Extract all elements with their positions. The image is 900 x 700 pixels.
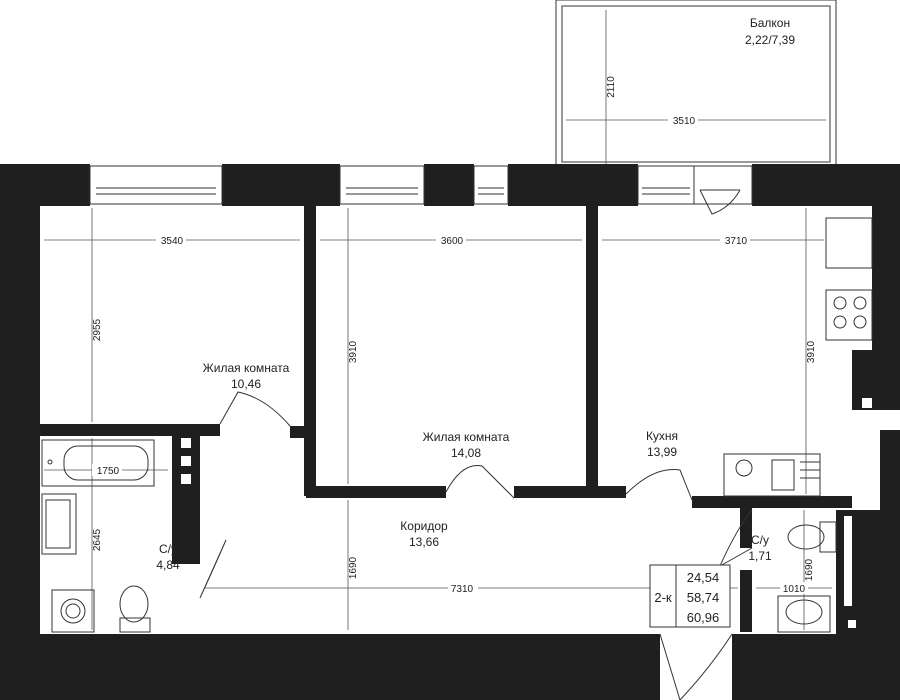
- dim-bath-h: 2645: [92, 528, 103, 551]
- dim-living2-w: 3600: [441, 236, 464, 247]
- dim-corridor-h: 1690: [348, 556, 359, 579]
- dim-balcony-h: 2110: [606, 76, 617, 98]
- washing-machine: [51, 589, 95, 633]
- living1-name: Жилая комната: [203, 361, 290, 375]
- toilet-1: [119, 585, 151, 633]
- bath1-name: С/у: [159, 542, 177, 556]
- doors: [199, 391, 753, 700]
- sink-bath: [41, 493, 77, 555]
- living1-area: 10,46: [231, 377, 261, 391]
- balcony: [555, 0, 837, 167]
- toilet-2: [787, 521, 837, 553]
- windows: [89, 165, 753, 215]
- balcony-area: 2,22/7,39: [745, 33, 795, 47]
- balcony-name: Балкон: [750, 16, 790, 30]
- kitchen-name: Кухня: [646, 429, 678, 443]
- apartment-type: 2-к: [654, 590, 672, 605]
- dim-balcony-w: 3510: [673, 116, 696, 127]
- labels: Балкон 2,22/7,39 Жилая комната 10,46 Жил…: [92, 16, 817, 625]
- walls: [0, 164, 900, 700]
- corridor-area: 13,66: [409, 535, 439, 549]
- living-area: 24,54: [687, 570, 720, 585]
- dim-living1-w: 3540: [161, 236, 184, 247]
- summary-table: [649, 564, 731, 628]
- columns: [181, 398, 872, 628]
- kitchen-fixtures: [723, 217, 873, 497]
- dim-kitchen-w: 3710: [725, 236, 748, 247]
- dim-wc-w: 1010: [783, 584, 806, 595]
- total-area-with-balcony: 60,96: [687, 610, 720, 625]
- sink-wc: [777, 595, 831, 633]
- total-area: 58,74: [687, 590, 720, 605]
- dim-kitchen-h: 3910: [806, 340, 817, 363]
- living2-area: 14,08: [451, 446, 481, 460]
- kitchen-area: 13,99: [647, 445, 677, 459]
- dim-corridor-w: 7310: [451, 584, 474, 595]
- living2-name: Жилая комната: [423, 430, 510, 444]
- dim-bath-w: 1750: [97, 466, 120, 477]
- dim-living2-h: 3910: [348, 340, 359, 363]
- bathtub: [41, 439, 155, 487]
- dim-wc-h: 1690: [804, 558, 815, 581]
- bath2-area: 1,71: [748, 549, 772, 563]
- bath2-name: С/у: [751, 533, 769, 547]
- dim-living1-h: 2955: [92, 318, 103, 341]
- corridor-name: Коридор: [400, 519, 448, 533]
- bath1-area: 4,84: [156, 558, 180, 572]
